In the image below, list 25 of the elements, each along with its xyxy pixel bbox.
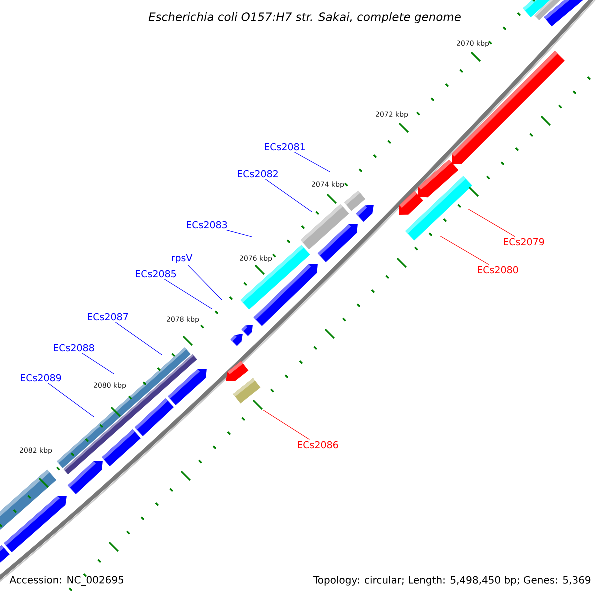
- gene-label: ECs2085: [136, 270, 176, 278]
- leader-line: [48, 383, 94, 418]
- leader-line: [262, 410, 310, 440]
- leader-line: [440, 236, 490, 265]
- gene-label: ECs2080: [478, 266, 518, 274]
- footer-text: Topology: circular; Length: 5,498,450 bp; Genes: 5,369: [313, 576, 591, 586]
- leader-line: [265, 179, 312, 212]
- gene-label: ECs2083: [187, 221, 228, 229]
- gene-label: ECs2088: [54, 344, 94, 352]
- gene-label: ECs2087: [88, 313, 128, 321]
- leader-line: [468, 208, 516, 238]
- gene-label: ECs2081: [265, 143, 305, 151]
- gene-label: rpsV: [172, 254, 193, 264]
- gene-label: ECs2086: [298, 441, 338, 449]
- leader-line: [294, 152, 330, 172]
- leader-line: [82, 353, 114, 374]
- leader-line: [115, 322, 162, 356]
- title: Escherichia coli O157:H7 str. Sakai, complete genome: [148, 12, 461, 24]
- leader-line: [164, 279, 212, 310]
- leader-line: [226, 230, 252, 238]
- gene-label: ECs2079: [504, 238, 544, 246]
- leader-line: [188, 264, 222, 300]
- gene-label: ECs2089: [21, 374, 62, 382]
- footer-text: Accession: NC_002695: [10, 576, 124, 586]
- gene-label: ECs2082: [238, 170, 278, 178]
